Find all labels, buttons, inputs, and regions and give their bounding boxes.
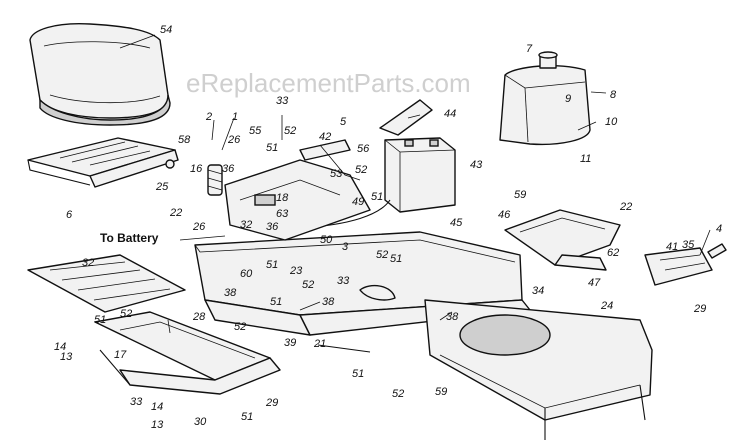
callout-36-mid: 36 <box>266 221 279 233</box>
watermark: eReplacementParts.com <box>186 68 471 98</box>
spring <box>207 164 223 196</box>
right-footrest <box>644 243 727 286</box>
callout-33-bottom: 33 <box>130 396 143 408</box>
callout-5: 5 <box>340 116 347 128</box>
callout-1: 1 <box>232 111 238 123</box>
callout-46: 46 <box>498 209 511 221</box>
callout-38-left: 38 <box>224 287 237 299</box>
main-frame <box>194 231 653 440</box>
battery-tray <box>504 209 621 271</box>
callout-45: 45 <box>450 217 463 229</box>
callout-51-right: 51 <box>390 253 402 265</box>
callout-52-mid: 52 <box>355 164 367 176</box>
callout-6: 6 <box>66 209 73 221</box>
callout-7: 7 <box>526 43 533 55</box>
callout-52-low: 52 <box>234 321 246 333</box>
callout-51-footrest: 51 <box>241 411 253 423</box>
callout-25: 25 <box>155 181 169 193</box>
callout-33-mid: 33 <box>337 275 350 287</box>
callout-21: 21 <box>313 338 326 350</box>
callout-23: 23 <box>289 265 303 277</box>
callout-13-bottom: 13 <box>151 419 164 431</box>
callout-44: 44 <box>444 108 456 120</box>
callout-52-bottom: 52 <box>392 388 404 400</box>
callout-41: 41 <box>666 241 678 253</box>
left-footrest-mat <box>27 254 186 313</box>
callout-47: 47 <box>588 277 601 289</box>
callout-52-right: 52 <box>376 249 388 261</box>
callout-53: 53 <box>330 168 343 180</box>
left-footrest-bracket <box>94 311 281 395</box>
callout-9: 9 <box>565 93 571 105</box>
callout-numbers: 54 7 8 9 10 11 44 43 33 2 1 58 26 55 52 … <box>54 24 722 431</box>
callout-29-left: 29 <box>265 397 278 409</box>
callout-36-top: 36 <box>222 163 235 175</box>
callout-56: 56 <box>357 143 370 155</box>
callout-39: 39 <box>284 337 296 349</box>
callout-3: 3 <box>342 241 349 253</box>
callout-63: 63 <box>276 208 289 220</box>
callout-28: 28 <box>192 311 206 323</box>
callout-49: 49 <box>352 196 364 208</box>
callout-54: 54 <box>160 24 172 36</box>
callout-14-bottom: 14 <box>151 401 163 413</box>
control-plate <box>224 139 371 241</box>
callout-51-left: 51 <box>94 314 106 326</box>
callout-38-mid: 38 <box>322 296 335 308</box>
leader-lines <box>119 34 711 334</box>
callout-51-mid: 51 <box>371 191 383 203</box>
callout-22-right: 22 <box>619 201 632 213</box>
callout-59-bottom: 59 <box>435 386 447 398</box>
callout-34: 34 <box>532 285 544 297</box>
seat <box>29 22 171 126</box>
callout-51-low: 51 <box>270 296 282 308</box>
battery <box>299 99 456 229</box>
callout-52-center: 52 <box>302 279 314 291</box>
callout-29-right: 29 <box>693 303 706 315</box>
callout-62: 62 <box>607 247 619 259</box>
callout-14-left: 14 <box>54 341 66 353</box>
callout-10: 10 <box>605 116 618 128</box>
callout-11: 11 <box>580 153 591 165</box>
callout-43: 43 <box>470 159 483 171</box>
callout-51-center: 51 <box>266 259 278 271</box>
callout-13-left: 13 <box>60 351 73 363</box>
callout-32-left: 32 <box>82 257 94 269</box>
rod <box>317 344 371 353</box>
callout-38-right: 38 <box>446 311 459 323</box>
callout-16: 16 <box>190 163 203 175</box>
callout-52-left: 52 <box>120 308 132 320</box>
callout-60: 60 <box>240 268 253 280</box>
callout-26-left: 26 <box>192 221 206 233</box>
callout-26-top: 26 <box>227 134 241 146</box>
callout-32-mid: 32 <box>240 219 252 231</box>
callout-33-top: 33 <box>276 95 289 107</box>
callout-8: 8 <box>610 89 617 101</box>
callout-30: 30 <box>194 416 207 428</box>
callout-51-top: 51 <box>266 142 278 154</box>
callout-35: 35 <box>682 239 695 251</box>
callout-24: 24 <box>600 300 613 312</box>
callout-42: 42 <box>319 131 331 143</box>
callout-17: 17 <box>114 349 127 361</box>
callout-18: 18 <box>276 192 289 204</box>
fuel-tank <box>499 51 591 146</box>
to-battery-label: To Battery <box>100 231 159 245</box>
callout-51-bottom: 51 <box>352 368 364 380</box>
callout-50: 50 <box>320 234 333 246</box>
callout-4: 4 <box>716 223 722 235</box>
callout-2: 2 <box>205 111 212 123</box>
callout-52-top: 52 <box>284 125 296 137</box>
seat-pan-bracket <box>27 137 179 188</box>
callout-22-left: 22 <box>169 207 182 219</box>
callout-55: 55 <box>249 125 262 137</box>
callout-58: 58 <box>178 134 191 146</box>
callout-59-top: 59 <box>514 189 526 201</box>
